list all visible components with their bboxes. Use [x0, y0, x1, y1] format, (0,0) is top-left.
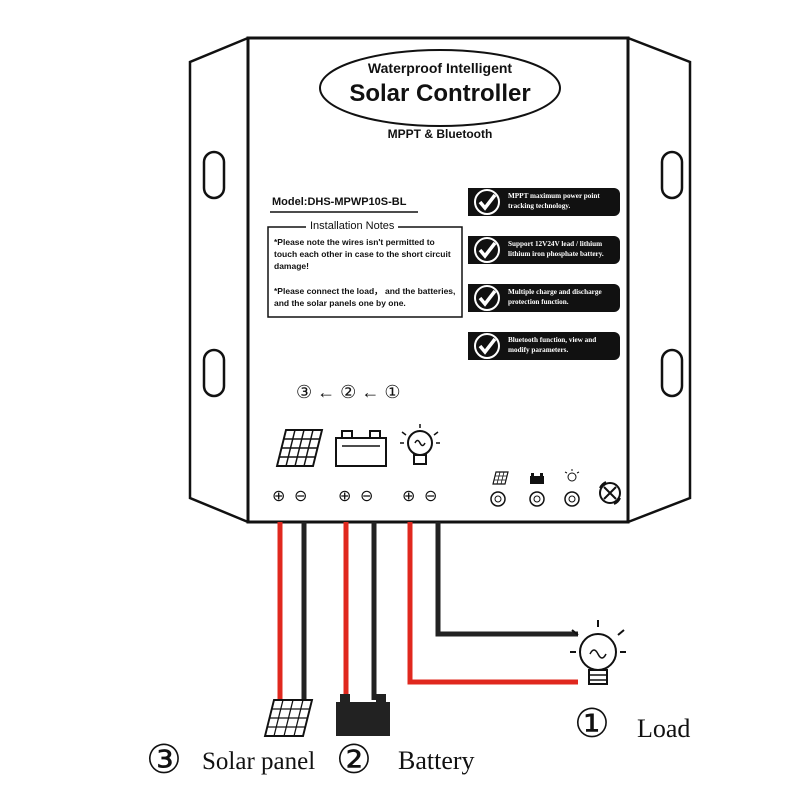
connection-sequence: ③ ← ② ← ①: [296, 382, 400, 403]
check-icon: [474, 333, 500, 359]
solar-panel-number: ③: [146, 737, 182, 782]
load-minus-terminal: ⊖: [424, 488, 438, 505]
load-bulb-icon: [570, 620, 626, 685]
led-load: [564, 491, 580, 507]
solar-panel-icon: [275, 429, 324, 467]
load-label: Load: [637, 714, 691, 743]
notes-heading: Installation Notes: [306, 220, 399, 232]
indicator-solar-icon: [492, 471, 509, 485]
wires: [277, 522, 578, 702]
solar-plus-terminal: ⊕: [272, 488, 286, 505]
seq-step-1: ①: [384, 382, 401, 402]
feature-1-text: MPPT maximum power point tracking techno…: [508, 192, 600, 210]
load-positive-wire: [407, 522, 578, 685]
feature-1: MPPT maximum power point tracking techno…: [468, 188, 620, 216]
load-negative-wire: [435, 522, 578, 637]
feature-3-text: Multiple charge and discharge protection…: [508, 288, 602, 306]
note-2: *Please connect the load， and the batter…: [274, 286, 456, 308]
subtitle: MPPT & Bluetooth: [387, 127, 493, 141]
indicator-bulb-icon: [564, 469, 580, 482]
right-flange: [627, 36, 692, 524]
battery-plus-terminal: ⊕: [338, 488, 352, 505]
feature-2-text: Support 12V24V lead / lithium lithium ir…: [508, 240, 604, 258]
battery-number: ②: [336, 737, 372, 782]
solar-minus-terminal: ⊖: [294, 488, 308, 505]
seq-arrow-1: ←: [317, 382, 336, 402]
bluetooth-button-icon: [599, 481, 621, 505]
note-1: *Please note the wires isn't permitted t…: [274, 237, 451, 271]
check-icon: [474, 285, 500, 311]
led-solar: [490, 491, 506, 507]
model-label: Model:DHS-MPWP10S-BL: [272, 196, 407, 208]
external-battery-icon: [336, 694, 390, 736]
load-plus-terminal: ⊕: [402, 488, 416, 505]
bulb-icon: [400, 424, 440, 465]
slot-right-bottom: [660, 348, 684, 398]
feature-2: Support 12V24V lead / lithium lithium ir…: [468, 236, 620, 264]
feature-3: Multiple charge and discharge protection…: [468, 284, 620, 312]
battery-minus-terminal: ⊖: [360, 488, 374, 505]
indicator-battery-icon: [530, 473, 544, 484]
check-icon: [474, 237, 500, 263]
seq-step-3: ③: [296, 382, 313, 402]
title-ellipse: [319, 49, 561, 127]
load-number: ①: [574, 701, 610, 746]
external-solar-panel-icon: [263, 699, 314, 737]
battery-label: Battery: [398, 746, 475, 775]
feature-4-text: Bluetooth function, view and modify para…: [508, 336, 597, 354]
title-line1: Waterproof Intelligent: [367, 60, 513, 76]
feature-4: Bluetooth function, view and modify para…: [468, 332, 620, 360]
left-flange: [188, 36, 249, 524]
slot-right-top: [660, 150, 684, 200]
battery-icon: [335, 430, 387, 467]
seq-step-2: ②: [340, 382, 357, 402]
slot-left-bottom: [202, 348, 226, 398]
check-icon: [474, 189, 500, 215]
slot-left-top: [202, 150, 226, 200]
seq-arrow-2: ←: [361, 382, 380, 402]
title-line2: Solar Controller: [349, 80, 531, 107]
led-battery: [529, 491, 545, 507]
solar-panel-label: Solar panel: [202, 748, 316, 775]
